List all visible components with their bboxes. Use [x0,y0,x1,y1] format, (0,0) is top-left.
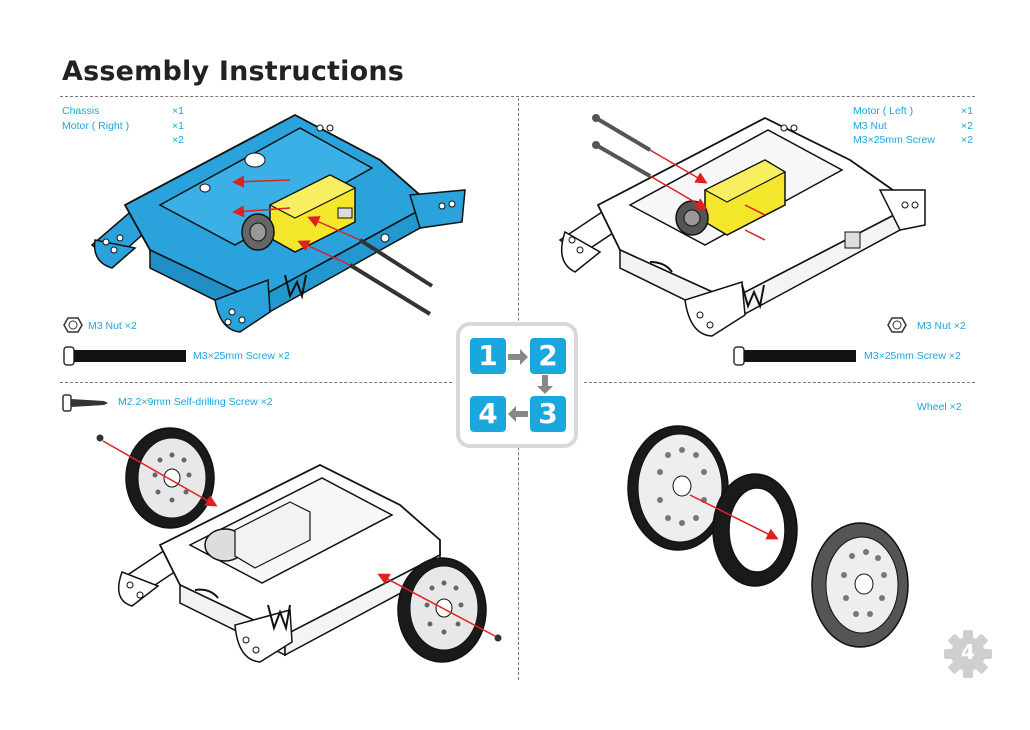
m3-nut-icon [63,317,83,333]
middle-divider-left [60,382,452,383]
gear-icon [944,630,992,678]
panel3-arrows-icon [96,434,502,642]
part-row: M3×25mm Screw×2 [853,134,973,146]
part-row: ×2 [172,134,184,146]
panel2-nut-label: M3 Nut ×2 [917,320,966,332]
panel2-screws-icon [592,114,766,241]
wheel-hub-icon [627,425,729,551]
part-row: Motor ( Left )×1 [853,105,973,117]
m3-screw-icon [63,346,186,366]
step-sequence: 1 2 3 4 [456,322,578,448]
panel1-part-list: Chassis×1 Motor ( Right )×1 ×2 [62,104,184,148]
self-drilling-screw-icon [62,394,108,412]
part-row: M3 Nut×2 [853,119,973,132]
tire-icon [712,473,798,587]
step-arrows-icon [508,349,553,422]
step-3-badge: 3 [530,396,566,432]
panel3-screw-label: M2.2×9mm Self-drilling Screw ×2 [118,396,273,408]
page-title: Assembly Instructions [62,56,405,87]
title-divider [60,96,975,97]
yellow-motor-left-icon [675,159,787,236]
assembled-wheel-icon [811,522,909,648]
step-2-badge: 2 [530,338,566,374]
panel2-screw-label: M3×25mm Screw ×2 [864,350,961,362]
panel1-screws-icon [232,175,434,316]
yellow-motor-icon [241,174,357,253]
step-4-badge: 4 [470,396,506,432]
panel1-nut-label: M3 Nut ×2 [88,320,137,332]
step-1-badge: 1 [470,338,506,374]
page-number: 4 [961,640,975,664]
panel2-part-list: Motor ( Left )×1 M3 Nut×2 M3×25mm Screw×… [853,104,973,148]
assembled-chassis-icon [117,463,441,663]
panel4-arrow-icon [689,494,779,540]
panel4-wheel-label: Wheel ×2 [917,401,962,413]
part-row: Motor ( Right )×1 [62,119,184,132]
middle-divider-right [584,382,975,383]
panel2-m3-nut-icon [887,317,907,333]
page-number-badge: 4 [942,628,994,680]
panel1-screw-label: M3×25mm Screw ×2 [193,350,290,362]
right-wheel-icon [397,557,487,663]
left-wheel-icon [125,427,215,529]
part-row: Chassis×1 [62,105,184,117]
panel2-m3-screw-icon [733,346,856,366]
